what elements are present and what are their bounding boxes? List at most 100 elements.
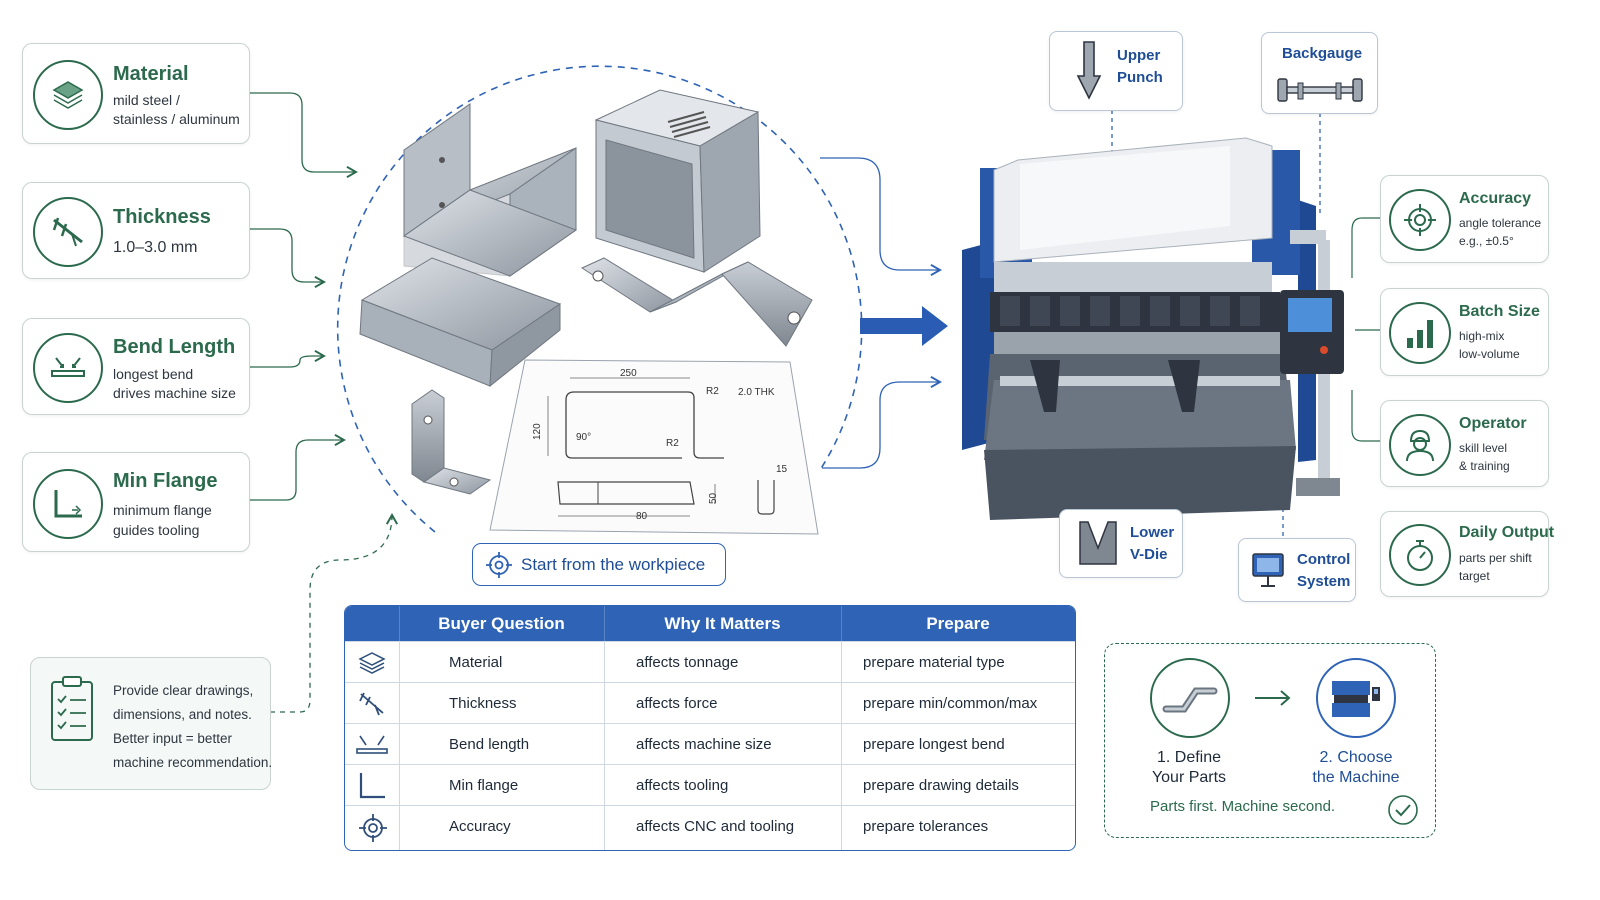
part-box-enclosure xyxy=(594,89,761,273)
input-detail: drives machine size xyxy=(113,385,236,401)
v-die-icon xyxy=(1078,520,1118,571)
row-prepare: prepare drawing details xyxy=(863,777,1019,794)
table-row: Accuracy affects CNC and tooling prepare… xyxy=(345,805,1075,850)
row-prepare: prepare tolerances xyxy=(863,818,989,835)
operator-icon xyxy=(1389,414,1451,476)
table-row: Material affects tonnage prepare materia… xyxy=(345,641,1075,683)
press-brake-machine xyxy=(962,137,1344,520)
dim-15: 15 xyxy=(776,464,788,475)
crosshair-icon xyxy=(357,812,389,844)
input-card-min-flange: Min Flange minimum flange guides tooling xyxy=(22,452,250,552)
row-question: Accuracy xyxy=(449,818,511,835)
label-text: Backgauge xyxy=(1282,45,1363,62)
factor-detail: low-volume xyxy=(1459,347,1520,361)
input-detail: 1.0–3.0 mm xyxy=(113,239,198,256)
label-lower-die: Lower V-Die xyxy=(1059,509,1183,578)
label-text: Punch xyxy=(1117,69,1163,86)
note-line: Better input = better xyxy=(113,731,232,746)
connector-bend-length xyxy=(248,349,326,368)
factor-detail: target xyxy=(1459,569,1490,583)
factor-detail: e.g., ±0.5° xyxy=(1459,234,1514,248)
factor-title: Daily Output xyxy=(1459,524,1555,541)
row-prepare: prepare min/common/max xyxy=(863,695,1038,712)
note-line: machine recommendation. xyxy=(113,755,273,770)
label-text: Control xyxy=(1297,551,1351,568)
row-question: Min flange xyxy=(449,777,519,794)
bar-chart-icon xyxy=(1389,302,1451,364)
clipboard-icon xyxy=(49,675,95,748)
note-line: Provide clear drawings, xyxy=(113,683,254,698)
bend-length-icon xyxy=(355,732,389,758)
input-card-material: Material mild steel / stainless / alumin… xyxy=(22,43,250,144)
connector-to-machine-top xyxy=(820,157,942,277)
check-circle-icon xyxy=(1387,794,1419,831)
factor-detail: parts per shift xyxy=(1459,551,1532,565)
input-title: Material xyxy=(113,63,189,85)
part-u-channel xyxy=(402,103,578,277)
row-why: affects force xyxy=(636,695,718,712)
column-header: Buyer Question xyxy=(438,614,565,633)
flange-icon xyxy=(33,469,103,539)
input-card-thickness: Thickness 1.0–3.0 mm xyxy=(22,182,250,279)
dim-80: 80 xyxy=(636,511,648,522)
factor-card-accuracy: Accuracy angle tolerance e.g., ±0.5° xyxy=(1380,175,1549,263)
input-title: Bend Length xyxy=(113,336,236,358)
dim-r2-bottom: R2 xyxy=(666,438,679,449)
dim-90: 90° xyxy=(576,432,591,443)
row-why: affects tooling xyxy=(636,777,729,794)
step-line: 2. Choose xyxy=(1319,749,1393,766)
step-line: the Machine xyxy=(1312,769,1400,786)
connector-note xyxy=(270,513,399,713)
arrow-right-icon xyxy=(1253,688,1293,713)
dim-120: 120 xyxy=(532,423,543,440)
process-steps-box: 1. Define Your Parts 2. Choose the Machi… xyxy=(1104,643,1436,838)
table-header: Buyer Question Why It Matters Prepare xyxy=(345,606,1075,641)
row-question: Material xyxy=(449,654,503,671)
layers-icon xyxy=(33,60,103,130)
row-why: affects machine size xyxy=(636,736,772,753)
factor-detail: skill level xyxy=(1459,441,1508,455)
note-text: Provide clear drawings, dimensions, and … xyxy=(113,679,272,775)
row-prepare: prepare longest bend xyxy=(863,736,1005,753)
part-z-bracket xyxy=(580,257,813,347)
step-line: Your Parts xyxy=(1151,769,1227,786)
start-from-workpiece-button[interactable]: Start from the workpiece xyxy=(472,543,726,586)
backgauge-icon xyxy=(1276,75,1364,110)
factor-card-daily-output: Daily Output parts per shift target xyxy=(1380,511,1554,597)
part-tray xyxy=(359,257,562,388)
caliper-icon xyxy=(357,691,387,717)
table-row: Thickness affects force prepare min/comm… xyxy=(345,682,1075,724)
steps-footer: Parts first. Machine second. xyxy=(1150,798,1336,815)
crosshair-icon xyxy=(1389,189,1451,251)
label-backgauge: Backgauge xyxy=(1261,32,1378,114)
label-upper-punch: Upper Punch xyxy=(1049,31,1183,111)
main-arrow xyxy=(860,306,948,346)
connector-min-flange xyxy=(248,433,346,501)
dim-250: 250 xyxy=(620,368,637,379)
factor-title: Accuracy xyxy=(1459,190,1532,207)
table-row: Min flange affects tooling prepare drawi… xyxy=(345,764,1075,806)
dim-r2-top: R2 xyxy=(706,386,719,397)
input-detail: guides tooling xyxy=(113,522,200,538)
punch-icon xyxy=(1076,40,1102,105)
technical-drawing: 250 R2 2.0 THK 120 90° R2 15 50 80 xyxy=(489,359,819,535)
drawing-advice-note: Provide clear drawings, dimensions, and … xyxy=(30,657,272,790)
label-text: V-Die xyxy=(1130,546,1168,563)
part-l-bracket xyxy=(411,389,492,495)
buyer-question-table: Buyer Question Why It Matters Prepare Ma… xyxy=(344,605,1076,851)
label-text: Lower xyxy=(1130,524,1175,541)
connector-thickness xyxy=(248,228,326,289)
dim-thk: 2.0 THK xyxy=(738,387,775,398)
workpiece-circle xyxy=(336,65,863,533)
column-header: Prepare xyxy=(926,614,990,633)
start-button-label: Start from the workpiece xyxy=(521,554,706,574)
press-brake-icon xyxy=(1316,658,1396,738)
row-question: Thickness xyxy=(449,695,517,712)
input-title: Min Flange xyxy=(113,470,218,492)
label-control-system: Control System xyxy=(1238,538,1356,602)
flange-icon xyxy=(357,771,387,801)
input-detail: longest bend xyxy=(113,366,194,382)
row-question: Bend length xyxy=(449,736,530,753)
target-icon xyxy=(485,551,513,579)
step-1-label: 1. Define Your Parts xyxy=(1137,748,1241,788)
